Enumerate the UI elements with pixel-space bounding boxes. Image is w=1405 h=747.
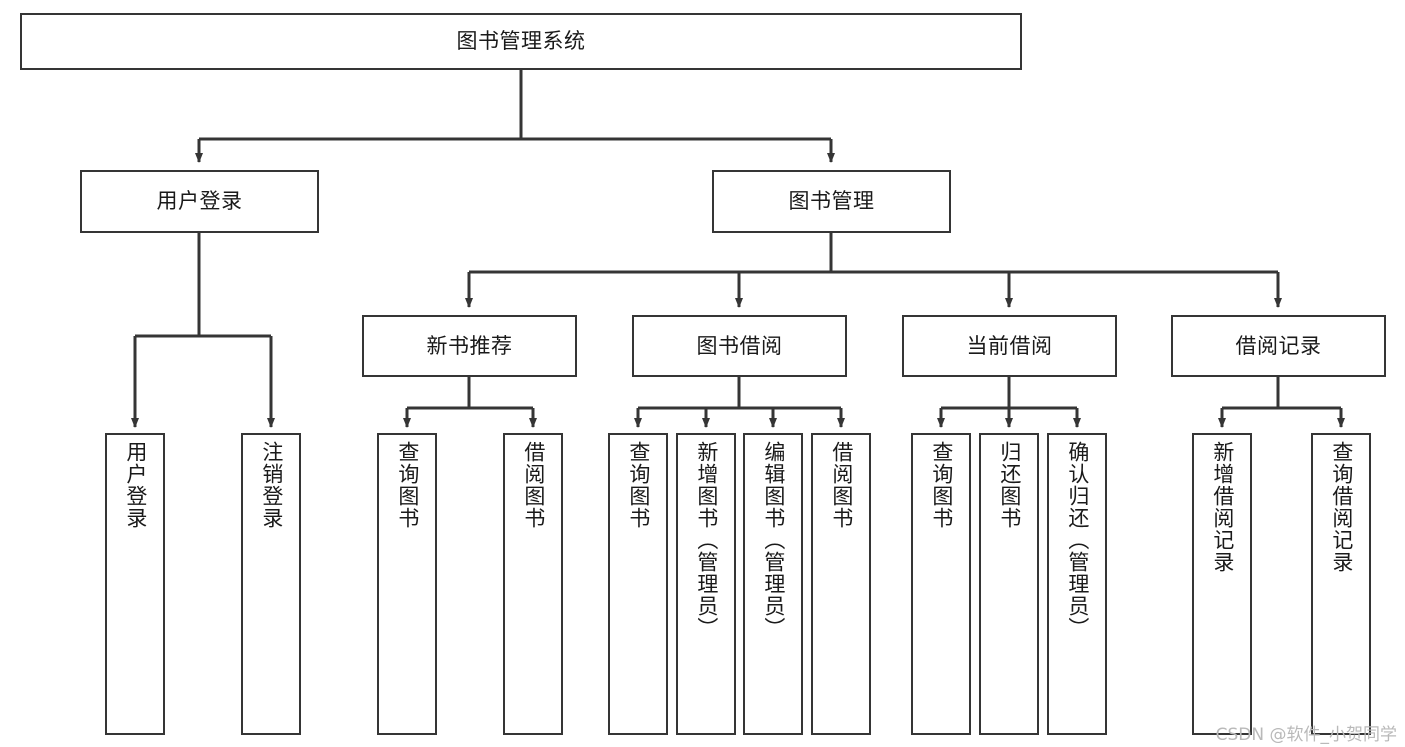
leaf-book-borrow-add-book-admin[interactable]: 新增图书（管理员） bbox=[676, 433, 736, 735]
node-label: 新书推荐 bbox=[426, 333, 513, 358]
leaf-book-borrow-borrow-book[interactable]: 借阅图书 bbox=[811, 433, 871, 735]
node-current-borrow[interactable]: 当前借阅 bbox=[902, 315, 1117, 377]
leaf-borrow-record-query-record[interactable]: 查询借阅记录 bbox=[1311, 433, 1371, 735]
node-label: 借阅图书 bbox=[521, 441, 546, 529]
leaf-current-borrow-return-book[interactable]: 归还图书 bbox=[979, 433, 1039, 735]
leaf-book-borrow-edit-book-admin[interactable]: 编辑图书（管理员） bbox=[743, 433, 803, 735]
node-label: 当前借阅 bbox=[966, 333, 1053, 358]
node-book-borrow[interactable]: 图书借阅 bbox=[632, 315, 847, 377]
node-label: 图书借阅 bbox=[696, 333, 783, 358]
node-label: 归还图书 bbox=[997, 441, 1022, 529]
leaf-user-login-login[interactable]: 用户登录 bbox=[105, 433, 165, 735]
node-label: 查询图书 bbox=[626, 441, 651, 529]
node-label: 编辑图书（管理员） bbox=[761, 441, 786, 639]
node-label: 图书管理系统 bbox=[456, 29, 586, 54]
leaf-book-borrow-query-book[interactable]: 查询图书 bbox=[608, 433, 668, 735]
node-user-login[interactable]: 用户登录 bbox=[80, 170, 319, 233]
node-root-book-management-system[interactable]: 图书管理系统 bbox=[20, 13, 1022, 70]
leaf-current-borrow-confirm-return-admin[interactable]: 确认归还（管理员） bbox=[1047, 433, 1107, 735]
node-label: 用户登录 bbox=[156, 189, 243, 214]
csdn-watermark: CSDN @软件_小贺同学 bbox=[1215, 725, 1397, 745]
leaf-user-login-logout[interactable]: 注销登录 bbox=[241, 433, 301, 735]
node-label: 确认归还（管理员） bbox=[1065, 441, 1090, 639]
leaf-new-book-borrow-book[interactable]: 借阅图书 bbox=[503, 433, 563, 735]
node-label: 图书管理 bbox=[788, 189, 875, 214]
node-label: 查询借阅记录 bbox=[1329, 441, 1354, 573]
node-label: 用户登录 bbox=[123, 441, 148, 529]
leaf-current-borrow-query-book[interactable]: 查询图书 bbox=[911, 433, 971, 735]
node-label: 查询图书 bbox=[395, 441, 420, 529]
node-label: 新增图书（管理员） bbox=[694, 441, 719, 639]
node-new-book-recommend[interactable]: 新书推荐 bbox=[362, 315, 577, 377]
node-book-management[interactable]: 图书管理 bbox=[712, 170, 951, 233]
node-label: 新增借阅记录 bbox=[1210, 441, 1235, 573]
leaf-borrow-record-add-record[interactable]: 新增借阅记录 bbox=[1192, 433, 1252, 735]
node-borrow-record[interactable]: 借阅记录 bbox=[1171, 315, 1386, 377]
node-label: 查询图书 bbox=[929, 441, 954, 529]
node-label: 借阅图书 bbox=[829, 441, 854, 529]
node-label: 注销登录 bbox=[259, 441, 284, 529]
leaf-new-book-query-book[interactable]: 查询图书 bbox=[377, 433, 437, 735]
node-label: 借阅记录 bbox=[1235, 333, 1322, 358]
